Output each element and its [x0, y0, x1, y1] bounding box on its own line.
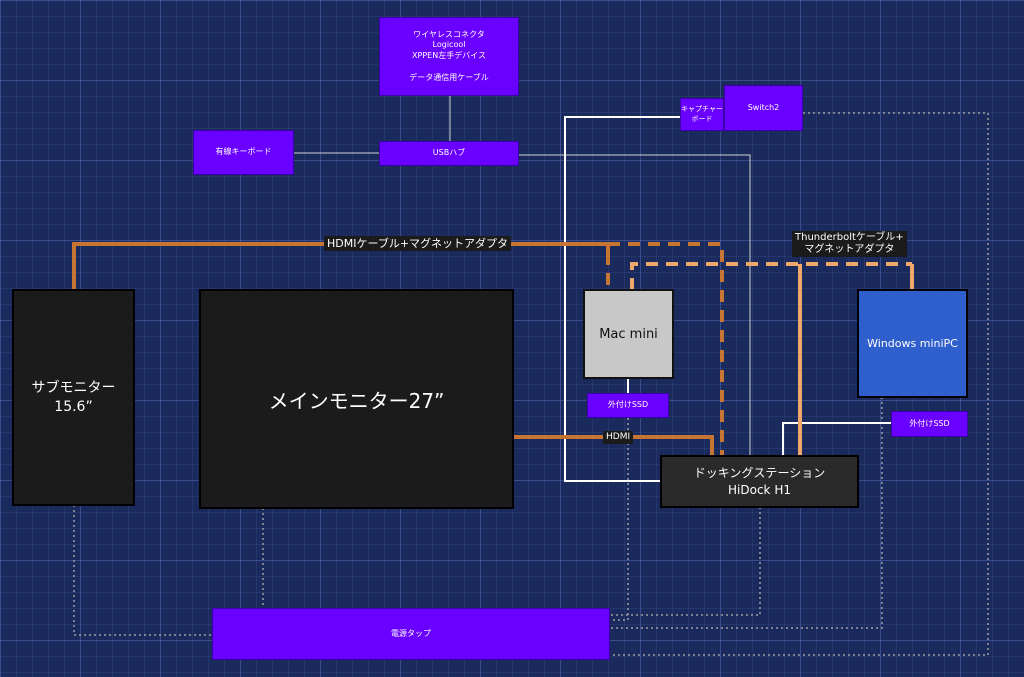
windows-minipc-box: Windows miniPC	[857, 289, 968, 398]
power-cables	[73, 112, 989, 656]
power-cable-dock	[610, 507, 761, 616]
docking-station-box: ドッキングステーション HiDock H1	[660, 455, 859, 508]
main-monitor-box: メインモニター27”	[199, 289, 514, 509]
mac-mini-box: Mac mini	[583, 289, 674, 379]
power-cable-mac-mini	[610, 378, 629, 621]
switch2-box: Switch2	[724, 85, 803, 131]
wired-keyboard-box: 有線キーボード	[193, 130, 294, 175]
mac-ssd-box: 外付けSSD	[587, 393, 669, 418]
power-cable-switch2	[610, 112, 989, 656]
usb-hub-box: USBハブ	[379, 141, 519, 166]
hdmi-magnet-label: HDMIケーブル+マグネットアダプタ	[324, 236, 512, 252]
usb-cables	[294, 96, 751, 455]
power-cable-sub-monitor	[73, 505, 212, 636]
thunderbolt-cable-mac-dashed	[630, 262, 912, 290]
power-strip-box: 電源タップ	[212, 608, 610, 660]
windows-ssd-box: 外付けSSD	[891, 411, 968, 437]
hdmi-cable-main-monitor	[513, 435, 714, 455]
sub-monitor-box: サブモニター 15.6”	[12, 289, 135, 506]
wireless-connector-box: ワイヤレスコネクタ Logicool XPPEN左手デバイス データ通信用ケーブ…	[379, 17, 519, 96]
usb-hub-to-dock	[519, 154, 751, 455]
thunderbolt-label: Thunderboltケーブル+ マグネットアダプタ	[792, 231, 907, 257]
capture-board-box: キャプチャー ボード	[680, 98, 724, 131]
win-ssd-cable	[782, 422, 891, 455]
hdmi-cable-sub-monitor-dashed	[606, 242, 724, 455]
power-cable-windows	[610, 396, 883, 629]
hdmi-label: HDMI	[603, 431, 634, 444]
capture-board-cable	[564, 116, 680, 482]
